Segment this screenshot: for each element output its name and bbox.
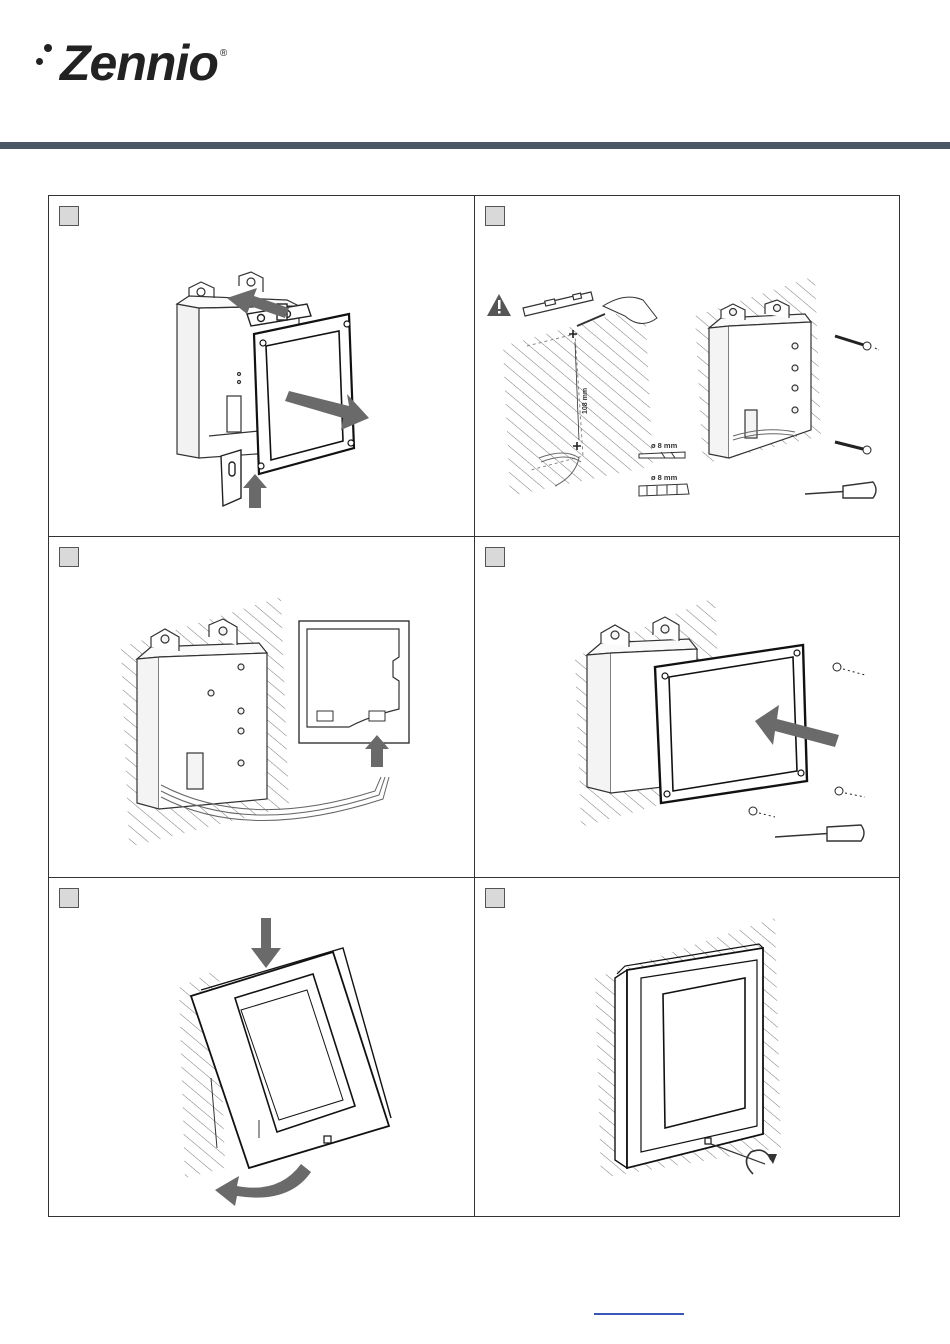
- brand-name: Zennio: [60, 38, 218, 88]
- step-2-panel: 108 mm ø 8 mm ø 8 mm: [475, 196, 899, 536]
- step-5-panel: [49, 878, 474, 1216]
- arrow-up-icon: [243, 474, 267, 508]
- step-6-panel: [475, 878, 899, 1216]
- step-5-illustration: [49, 878, 474, 1216]
- screwdriver-icon: [843, 482, 876, 498]
- step-3-panel: [49, 537, 474, 877]
- step-4-illustration: [475, 537, 899, 877]
- arrow-down-icon: [251, 918, 281, 968]
- step-2-illustration: 108 mm ø 8 mm ø 8 mm: [475, 196, 899, 536]
- screwdriver-icon: [827, 825, 864, 841]
- step-3-illustration: [49, 537, 474, 877]
- anchor-label: ø 8 mm: [651, 473, 678, 482]
- installation-steps-grid: 108 mm ø 8 mm ø 8 mm: [48, 195, 900, 1217]
- drill-bit-label: ø 8 mm: [651, 441, 678, 450]
- header-bar: [0, 142, 950, 149]
- step-6-illustration: [475, 878, 899, 1216]
- logo-dots-icon: [34, 38, 60, 88]
- registered-mark: ®: [220, 48, 227, 59]
- footer-link-underline[interactable]: [594, 1313, 684, 1315]
- dimension-108mm: 108 mm: [582, 388, 589, 414]
- step-1-panel: [49, 196, 474, 536]
- step-1-illustration: [49, 196, 474, 536]
- step-4-panel: [475, 537, 899, 877]
- brand-logo: Zennio ®: [34, 36, 227, 90]
- arrow-curved-icon: [215, 1164, 311, 1206]
